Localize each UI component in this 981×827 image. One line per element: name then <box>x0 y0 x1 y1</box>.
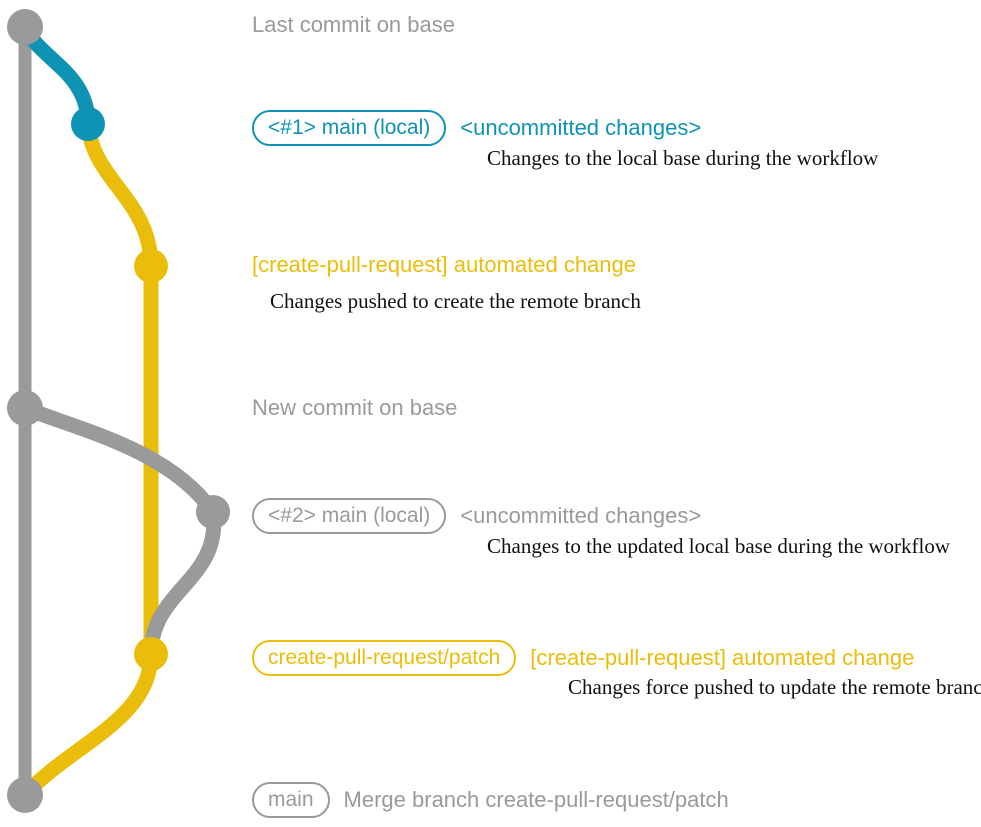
ref-badge-create-pull-request-patch[interactable]: create-pull-request/patch <box>252 640 517 676</box>
annotation-local-2: Changes to the updated local base during… <box>487 534 951 558</box>
annotation-patch-2: Changes force pushed to update the remot… <box>568 675 981 699</box>
commit-row-base-last: Last commit on base <box>252 14 455 36</box>
commit-node-base-new[interactable] <box>7 390 43 426</box>
ref-badge-main[interactable]: main <box>252 782 330 818</box>
commit-subject: <uncommitted changes> <box>460 503 702 528</box>
commit-node-patch-2[interactable] <box>134 637 168 671</box>
annotation-local-1: Changes to the local base during the wor… <box>487 146 879 170</box>
commit-node-base-last[interactable] <box>7 9 43 45</box>
edge-local1-to-patch1 <box>80 116 159 274</box>
annotation-patch-1: Changes pushed to create the remote bran… <box>270 289 641 313</box>
commit-row-base-merge: main Merge branch create-pull-request/pa… <box>252 782 729 818</box>
commit-row-local-1: <#1> main (local) <uncommitted changes> <box>252 110 701 146</box>
commit-row-patch-1: [create-pull-request] automated change <box>252 254 636 276</box>
commit-node-local-1[interactable] <box>71 107 105 141</box>
commit-row-patch-2: create-pull-request/patch [create-pull-r… <box>252 640 914 676</box>
commit-subject: [create-pull-request] automated change <box>252 252 637 277</box>
edge-patch2-to-merge <box>17 646 159 803</box>
edge-basenew-to-local2 <box>17 400 221 520</box>
commit-subject: Last commit on base <box>252 12 455 37</box>
commit-subject: [create-pull-request] automated change <box>530 645 915 670</box>
commit-subject: <uncommitted changes> <box>460 115 702 140</box>
commit-subject: Merge branch create-pull-request/patch <box>343 787 729 812</box>
commit-node-patch-1[interactable] <box>134 249 168 283</box>
commit-row-local-2: <#2> main (local) <uncommitted changes> <box>252 498 701 534</box>
commit-row-base-new: New commit on base <box>252 397 457 419</box>
commit-node-local-2[interactable] <box>196 495 230 529</box>
commit-subject: New commit on base <box>252 395 458 420</box>
edge-local2-to-patch2 <box>143 504 222 662</box>
ref-badge-main-local-2[interactable]: <#2> main (local) <box>252 498 447 534</box>
ref-badge-main-local-1[interactable]: <#1> main (local) <box>252 110 447 146</box>
commit-node-base-merge[interactable] <box>7 777 43 813</box>
